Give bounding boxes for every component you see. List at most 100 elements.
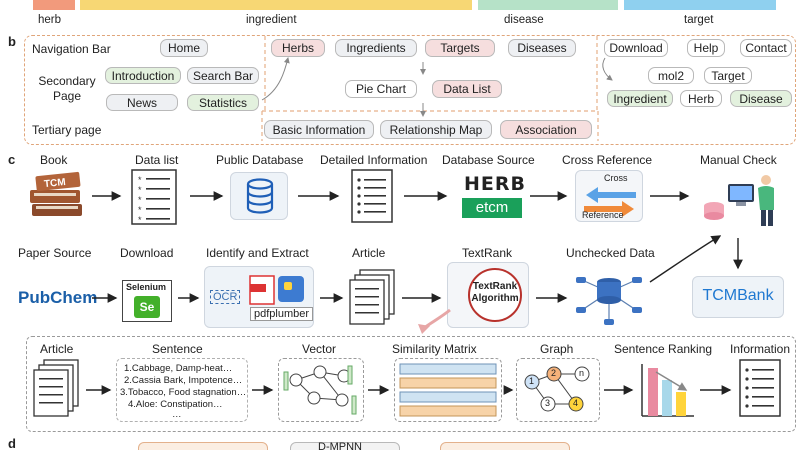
label-target: target — [684, 14, 714, 26]
secondary-search-bar[interactable]: Search Bar — [187, 67, 259, 84]
data-list-icon: * * * * * — [131, 169, 177, 225]
row3-label-information: Information — [730, 342, 791, 356]
label-disease: disease — [504, 14, 544, 26]
row2-label-paper-source: Paper Source — [18, 246, 92, 260]
row2-label-download: Download — [120, 246, 174, 260]
row2-label-textrank: TextRank — [462, 246, 513, 260]
svg-text:*: * — [138, 185, 142, 195]
row1-label-detailed-information: Detailed Information — [320, 153, 428, 167]
row3-article-icon — [33, 359, 79, 417]
graph-node-2: 2 — [551, 368, 557, 378]
secondary-introduction[interactable]: Introduction — [105, 67, 181, 84]
row1-label-book: Book — [40, 153, 68, 167]
nav-help[interactable]: Help — [687, 39, 725, 57]
selenium-label: Selenium — [126, 282, 167, 292]
tertiary-association[interactable]: Association — [500, 120, 592, 139]
ingredient-bar — [80, 0, 472, 10]
row2-label-article: Article — [352, 246, 386, 260]
nav-download[interactable]: Download — [604, 39, 668, 57]
svg-text:*: * — [138, 195, 142, 205]
panel-b-frame — [24, 35, 796, 145]
panel-c-letter: c — [8, 152, 16, 167]
row2-label-unchecked-data: Unchecked Data — [566, 246, 655, 260]
sentence-ranking-icon — [641, 364, 694, 417]
database-icon — [246, 178, 274, 214]
nav-ingredients[interactable]: Ingredients — [335, 39, 417, 57]
panel-d-letter: d — [8, 436, 16, 450]
tertiary-relationship-map[interactable]: Relationship Map — [380, 120, 492, 139]
similarity-matrix-icon — [399, 363, 497, 417]
sentence-box — [116, 358, 248, 422]
row3-label-similarity-matrix: Similarity Matrix — [392, 342, 477, 356]
secondary-statistics[interactable]: Statistics — [187, 94, 259, 111]
label-ingredient: ingredient — [246, 14, 297, 26]
secondary-pie-chart[interactable]: Pie Chart — [345, 80, 417, 98]
row3-label-sentence-ranking: Sentence Ranking — [614, 342, 713, 356]
vector-box — [278, 358, 364, 422]
nav-diseases[interactable]: Diseases — [508, 39, 576, 57]
vector-graph-icon — [283, 365, 357, 415]
graph-node-n: n — [579, 368, 585, 378]
row3-frame — [26, 336, 796, 432]
panel-d-box-3 — [440, 442, 570, 450]
row1-label-cross-reference: Cross Reference — [562, 153, 653, 167]
selenium-se-icon: Se — [134, 296, 160, 318]
pdfplumber-label: pdfplumber — [250, 307, 314, 321]
sentence-1: 1.Cabbage, Damp-heat… — [124, 363, 233, 374]
row3-label-vector: Vector — [302, 342, 337, 356]
secondary-news[interactable]: News — [106, 94, 178, 111]
panel-d-partial-text: D-MPNN — [318, 441, 362, 450]
textrank-algorithm-circle — [468, 268, 522, 322]
row2-label-identify-extract: Identify and Extract — [206, 246, 309, 260]
detailed-information-icon — [351, 169, 393, 223]
nav-home[interactable]: Home — [160, 39, 208, 57]
download-disease[interactable]: Disease — [730, 90, 792, 107]
row1-label-database-source: Database Source — [442, 153, 535, 167]
panel-d-box-1 — [138, 442, 268, 450]
similarity-box — [394, 358, 502, 422]
books-icon — [30, 171, 82, 216]
row-tertiary-label: Tertiary page — [32, 123, 102, 137]
manual-check-icon — [704, 175, 774, 226]
sentence-3: 3.Tobacco, Food stagnation… — [120, 387, 247, 398]
pdf-icon — [249, 275, 304, 305]
svg-text:*: * — [138, 205, 142, 215]
article-stack-icon — [349, 269, 395, 325]
graph-node-4: 4 — [573, 398, 579, 408]
ocr-label: OCR — [210, 290, 241, 304]
cross-label: Cross — [604, 173, 628, 183]
sentence-2: 2.Cassia Bark, Impotence… — [124, 375, 243, 386]
tertiary-basic-information[interactable]: Basic Information — [264, 120, 374, 139]
row1-label-manual-check: Manual Check — [700, 153, 777, 167]
graph-node-1: 1 — [529, 376, 535, 386]
secondary-data-list[interactable]: Data List — [432, 80, 502, 98]
download-mol2[interactable]: mol2 — [648, 67, 694, 84]
panel-b-letter: b — [8, 34, 16, 49]
download-ingredient[interactable]: Ingredient — [607, 90, 673, 107]
tcmbank-box — [692, 276, 784, 318]
tcmbank-label: TCMBank — [702, 287, 774, 304]
nav-contact[interactable]: Contact — [740, 39, 792, 57]
row1-label-public-database: Public Database — [216, 153, 304, 167]
nav-targets[interactable]: Targets — [425, 39, 495, 57]
pubchem-logo: PubChem — [18, 288, 98, 307]
label-herb: herb — [38, 14, 62, 26]
download-herb[interactable]: Herb — [680, 90, 722, 107]
unchecked-data-icon — [576, 277, 642, 325]
svg-text:*: * — [138, 215, 142, 225]
herb-bar — [33, 0, 75, 10]
download-target[interactable]: Target — [704, 67, 752, 84]
sentence-4: 4.Aloe: Constipation… — [128, 399, 223, 410]
sentence-5: … — [172, 409, 182, 420]
target-bar — [624, 0, 776, 10]
graph-box — [516, 358, 600, 422]
nav-herbs[interactable]: Herbs — [271, 39, 325, 57]
disease-bar — [478, 0, 618, 10]
row3-label-sentence: Sentence — [152, 342, 203, 356]
information-icon — [739, 359, 781, 417]
row-navigation-label: Navigation Bar — [32, 42, 111, 56]
row1-label-data-list: Data list — [135, 153, 179, 167]
cross-arrows-icon — [584, 187, 636, 217]
